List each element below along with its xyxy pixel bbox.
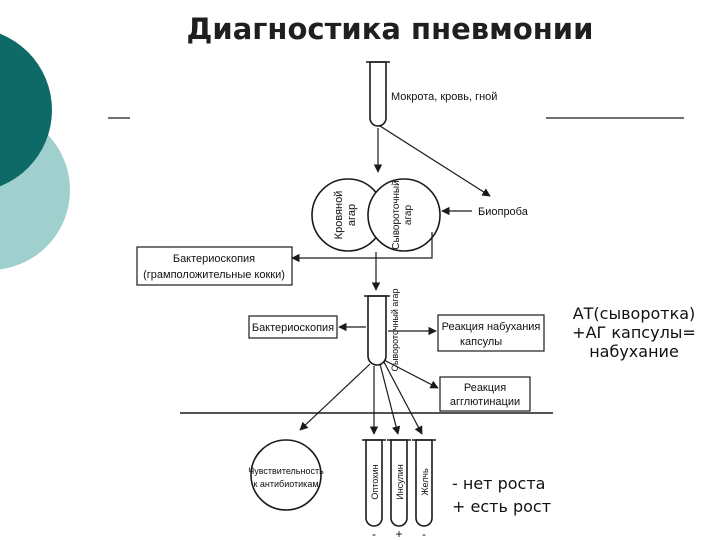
capsule-swelling-line-2: капсулы: [460, 336, 502, 348]
growth-legend: - нет роста + есть рост: [452, 472, 551, 518]
tube-result-bile: -: [422, 527, 426, 540]
antibody-antigen-note: АТ(сыворотка) +АГ капсулы= набухание: [548, 304, 720, 361]
bacterioscopy-1-line-2: (грамположительные кокки): [143, 269, 285, 281]
serum-agar-tube-label: Сывороточный агар: [390, 288, 400, 371]
blood-agar-label-1: Кровяной: [333, 191, 345, 240]
test-tube-inulin: Инсулин: [387, 439, 411, 527]
serum-agar-label-1: Сывороточный: [391, 180, 402, 249]
bacterioscopy-1-line-1: Бактериоскопия: [173, 253, 255, 265]
legend-growth: + есть рост: [452, 497, 552, 516]
bioassay-label: Биопроба: [478, 206, 529, 218]
capsule-swelling-line-1: Реакция набухания: [442, 321, 541, 333]
arrow-to-sensitivity: [299, 363, 371, 431]
tube-label-optochin: Оптохин: [370, 464, 380, 499]
antibiotic-sensitivity-plate: [250, 439, 322, 511]
serum-agar-tube: [367, 295, 387, 366]
specimen-tube: [369, 61, 387, 127]
decor-circle-dark: [0, 33, 52, 187]
legend-no-growth: - нет роста: [452, 474, 546, 493]
tube-label-inulin: Инсулин: [395, 464, 405, 500]
note-at-line-3: набухание: [589, 342, 679, 361]
serum-agar-plate: [367, 178, 441, 252]
tube-result-optochin: -: [372, 527, 376, 540]
arrow-to-inulin: [379, 363, 401, 435]
arrow-tube-to-agglutination: [383, 359, 439, 389]
note-at-line-1: АТ(сыворотка): [572, 304, 696, 323]
note-at-line-2: +АГ капсулы=: [572, 323, 696, 342]
arrow-tube-to-bioassay: [379, 125, 491, 197]
specimen-label: Мокрота, кровь, гной: [391, 91, 497, 103]
serum-agar-label-2: агар: [403, 205, 414, 226]
page-title: Диагностика пневмонии: [186, 12, 594, 46]
arrow-plate-to-bacterioscopy: [291, 232, 433, 263]
capsule-swelling-box: [437, 314, 545, 352]
agglutination-line-2: агглютинации: [450, 396, 520, 408]
agglutination-box: [439, 376, 531, 412]
bacterioscopy-box-1: [136, 246, 293, 286]
arrow-to-bile: [383, 361, 423, 435]
tube-label-bile: Желчь: [420, 468, 430, 496]
agglutination-line-1: Реакция: [464, 382, 506, 394]
bacterioscopy-box-2: [248, 315, 338, 339]
antibiotic-sensitivity-line-2: к антибиотикам: [253, 479, 318, 489]
test-tube-optochin: Оптохин: [362, 439, 386, 527]
blood-agar-label-2: агар: [346, 204, 358, 226]
antibiotic-sensitivity-line-1: Чувствительность: [248, 466, 324, 476]
test-tube-bile: Желчь: [412, 439, 436, 527]
tube-result-inulin: +: [395, 527, 402, 540]
bacterioscopy-2-label: Бактериоскопия: [252, 322, 334, 334]
